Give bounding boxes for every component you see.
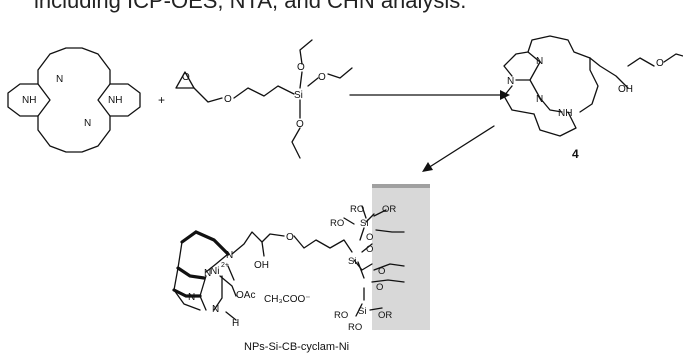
final-silicon-top: Si: [360, 218, 368, 229]
alkoxy-ro-1: RO: [350, 204, 364, 215]
cyclam-nh-left: NH: [22, 95, 36, 106]
compound-4-n-top: N: [536, 56, 543, 67]
compound-number-4: 4: [572, 147, 579, 161]
reaction-arrow-2: [422, 162, 433, 172]
epoxy-oxygen-top: O: [297, 62, 305, 73]
final-oxygen-m3: O: [376, 282, 383, 293]
epoxide-oxygen: O: [182, 72, 190, 83]
epoxy-ether-oxygen: O: [224, 94, 232, 105]
compound-4-nh: NH: [558, 108, 572, 119]
cyclam-n-bottom: N: [84, 118, 91, 129]
epoxy-silane-structure: O O Si O O O: [175, 39, 353, 159]
compound-4-hydroxyl: OH: [618, 84, 633, 95]
alkoxy-ro-4: RO: [348, 322, 362, 333]
epoxy-oxygen-bottom: O: [296, 119, 304, 130]
cyclam-structure: NH N N NH: [7, 47, 141, 153]
final-n-3: N: [188, 292, 195, 303]
compound-4-ether-oxygen: O: [656, 58, 664, 69]
final-oxygen-top: O: [366, 232, 373, 243]
cyclam-n-top: N: [56, 74, 63, 85]
final-n-2: N: [204, 268, 211, 279]
final-oxygen-m2: O: [378, 266, 385, 277]
final-n-4: N: [212, 304, 219, 315]
final-silicon-bottom: Si: [358, 306, 366, 317]
acetate-ligand: OAc: [236, 290, 255, 301]
nickel-atom: Ni: [210, 266, 219, 277]
epoxy-oxygen-right: O: [318, 72, 326, 83]
final-amine-h: H: [232, 318, 239, 329]
compound-4-n-bottom: N: [536, 94, 543, 105]
alkoxy-or-1: OR: [382, 204, 396, 215]
final-oxygen-m1: O: [366, 244, 373, 255]
final-hydroxyl: OH: [254, 260, 269, 271]
nickel-charge: 2+: [221, 262, 229, 269]
compound-4-structure: N N NH N OH O Si O O O: [503, 35, 683, 137]
nanoparticle-surface: [372, 184, 430, 330]
compound-4-n-left: N: [507, 76, 514, 87]
acetate-counterion: CH₃COO⁻: [264, 294, 311, 305]
final-silicon-mid: Si: [348, 256, 356, 267]
header-text: including ICP-OES, NTA, and CHN analysis…: [34, 0, 467, 13]
alkoxy-or-2: OR: [378, 310, 392, 321]
final-n-1: N: [226, 250, 233, 261]
alkoxy-ro-3: RO: [334, 310, 348, 321]
epoxy-silicon: Si: [294, 90, 303, 101]
cyclam-nh-right: NH: [108, 95, 122, 106]
final-product-structure: N N N N H Ni 2+ OAc OH O CH₃COO⁻ RO RO O…: [172, 204, 405, 333]
nanoparticle-top-edge: [372, 184, 430, 188]
final-ether-oxygen: O: [286, 232, 294, 243]
final-product-name: NPs-Si-CB-cyclam-Ni: [244, 341, 349, 353]
plus-sign: +: [158, 93, 165, 107]
alkoxy-ro-2: RO: [330, 218, 344, 229]
